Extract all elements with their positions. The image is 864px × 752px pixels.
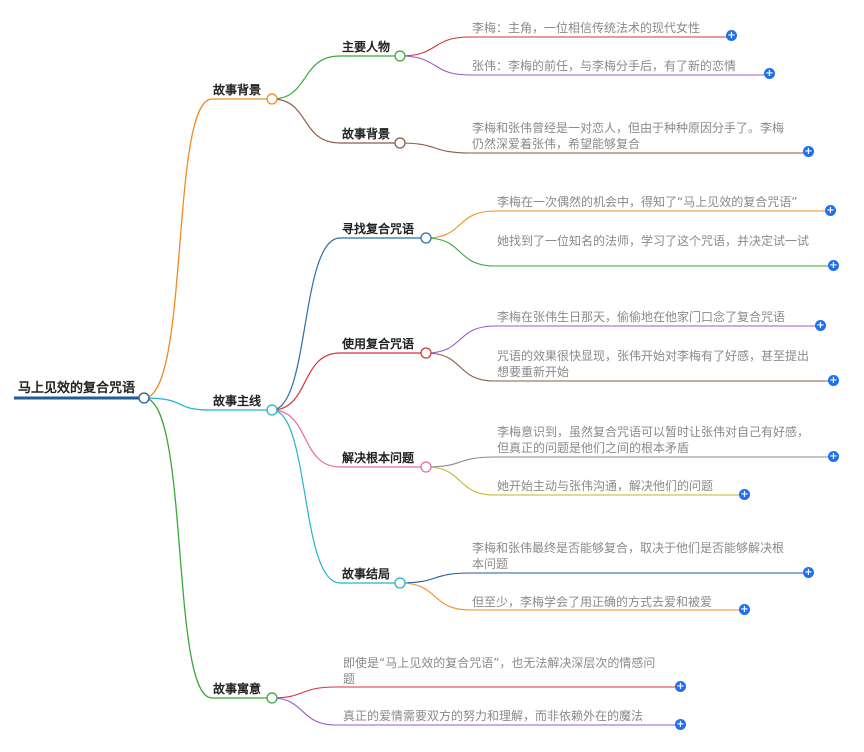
node-toggle-solve[interactable] — [420, 461, 432, 473]
topic-story-ending[interactable]: 故事结局 — [342, 567, 391, 581]
edge-use-2 — [425, 352, 833, 382]
expand-plus-icon[interactable]: + — [675, 719, 686, 730]
node-toggle-find[interactable] — [420, 232, 432, 244]
edge-main-solve — [271, 409, 426, 468]
leaf-text[interactable]: 张伟：李梅的前任，与李梅分手后，有了新的恋情 — [472, 59, 737, 73]
expand-plus-icon[interactable]: + — [726, 30, 737, 41]
leaf-text[interactable]: 但至少，李梅学会了用正确的方式去爱和被爱 — [472, 595, 713, 609]
root-topic[interactable]: 马上见效的复合咒语 — [18, 381, 136, 396]
edge-moral-2 — [271, 697, 680, 726]
leaf-text[interactable]: 李梅：主角，一位相信传统法术的现代女性 — [472, 21, 701, 35]
leaf-text[interactable]: 李梅意识到，虽然复合咒语可以暂时让张伟对自己有好感，但真正的问题是他们之间的根本… — [497, 425, 810, 455]
expand-plus-icon[interactable]: + — [828, 451, 839, 462]
node-toggle-end[interactable] — [394, 577, 406, 589]
expand-plus-icon[interactable]: + — [815, 320, 826, 331]
expand-plus-icon[interactable]: + — [825, 205, 836, 216]
node-toggle-bg2[interactable] — [394, 137, 406, 149]
edge-bg-bg — [271, 98, 400, 144]
edge-moral-1 — [271, 686, 680, 699]
expand-plus-icon[interactable]: + — [803, 146, 814, 157]
leaf-text[interactable]: 李梅和张伟最终是否能够复合，取决于他们是否能够解决根本问题 — [472, 541, 785, 571]
leaf-text[interactable]: 咒语的效果很快显现，张伟开始对李梅有了好感，甚至提出想要重新开始 — [497, 349, 810, 379]
edge-end-1 — [399, 572, 808, 584]
edge-find-1 — [425, 210, 830, 239]
expand-plus-icon[interactable]: + — [764, 68, 775, 79]
edge-people-2 — [399, 55, 769, 76]
topic-story-background[interactable]: 故事背景 — [213, 83, 262, 97]
edge-root-bg — [143, 98, 272, 399]
edge-root-main — [143, 397, 272, 411]
edge-people-1 — [399, 36, 731, 57]
edge-bg-leaf — [399, 142, 808, 154]
node-toggle-people[interactable] — [394, 50, 406, 62]
leaf-text[interactable]: 李梅和张伟曾经是一对恋人，但由于种种原因分手了。李梅仍然深爱着张伟，希望能够复合 — [472, 121, 785, 151]
expand-plus-icon[interactable]: + — [828, 260, 839, 271]
topic-background-detail[interactable]: 故事背景 — [342, 127, 391, 141]
topic-find-spell[interactable]: 寻找复合咒语 — [342, 222, 415, 236]
leaf-text[interactable]: 李梅在张伟生日那天，偷偷地在他家门口念了复合咒语 — [497, 310, 786, 324]
expand-plus-icon[interactable]: + — [675, 681, 686, 692]
leaf-text[interactable]: 她开始主动与张伟沟通，解决他们的问题 — [497, 479, 714, 493]
leaf-text[interactable]: 即使是“马上见效的复合咒语”，也无法解决深层次的情感问题 — [343, 656, 656, 686]
leaf-text[interactable]: 她找到了一位知名的法师，学习了这个咒语，并决定试一试 — [497, 234, 810, 248]
topic-story-mainline[interactable]: 故事主线 — [213, 394, 262, 408]
topic-use-spell[interactable]: 使用复合咒语 — [342, 337, 415, 351]
edge-solve-2 — [425, 466, 744, 496]
edge-bg-people — [271, 55, 400, 100]
expand-plus-icon[interactable]: + — [739, 489, 750, 500]
topic-solve-root-problem[interactable]: 解决根本问题 — [342, 451, 415, 465]
node-toggle-main[interactable] — [266, 404, 278, 416]
expand-plus-icon[interactable]: + — [803, 567, 814, 578]
node-toggle-moral[interactable] — [266, 692, 278, 704]
topic-story-moral[interactable]: 故事寓意 — [213, 682, 262, 696]
topic-main-characters[interactable]: 主要人物 — [342, 40, 391, 54]
edge-main-use — [271, 352, 426, 411]
edge-find-2 — [425, 237, 833, 267]
edge-main-end — [271, 409, 400, 584]
edge-use-1 — [425, 325, 820, 354]
expand-plus-icon[interactable]: + — [739, 604, 750, 615]
expand-plus-icon[interactable]: + — [828, 375, 839, 386]
edge-end-2 — [399, 582, 744, 611]
edge-main-find — [271, 237, 426, 411]
edge-solve-1 — [425, 456, 833, 468]
leaf-text[interactable]: 真正的爱情需要双方的努力和理解，而非依赖外在的魔法 — [343, 709, 644, 723]
node-toggle-root[interactable] — [138, 392, 150, 404]
edge-root-moral — [143, 397, 272, 699]
node-toggle-bg[interactable] — [266, 93, 278, 105]
node-toggle-use[interactable] — [420, 347, 432, 359]
leaf-text[interactable]: 李梅在一次偶然的机会中，得知了“马上见效的复合咒语” — [497, 195, 798, 209]
